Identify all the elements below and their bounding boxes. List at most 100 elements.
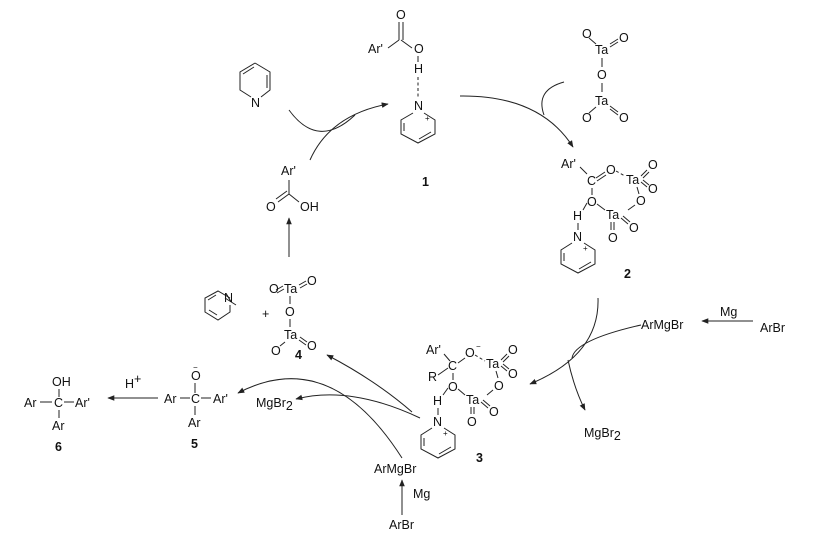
coordination <box>474 354 486 362</box>
atom-label: O <box>191 369 201 383</box>
bond <box>609 108 619 116</box>
atom-label: O <box>582 27 592 41</box>
reaction-arrows <box>107 81 753 515</box>
reagent-arbr-bottom: ArBr <box>389 518 414 532</box>
atom-label: O <box>467 415 477 429</box>
atom-label: Ar' <box>281 164 296 178</box>
atom-label: O <box>648 158 658 172</box>
arrow-3-to-4 <box>326 354 413 413</box>
atom-label: N <box>433 415 442 429</box>
atom-label: C <box>54 396 63 410</box>
atom-label: Ar' <box>368 42 383 56</box>
atom-label: O <box>414 42 424 56</box>
pyridine-ring <box>239 62 271 98</box>
arrow-pyridine-in <box>288 109 356 132</box>
atom-label: Ta <box>466 393 479 407</box>
atom-label: O <box>619 111 629 125</box>
bond <box>596 174 607 182</box>
bond <box>588 37 597 45</box>
compound-2-structure: Ar' C O Ta O O O O Ta O O H N + 2 <box>560 157 658 281</box>
atom-label: H <box>414 62 423 76</box>
arrow-2-to-3 <box>529 297 599 385</box>
arrow-mgbr2-out-right <box>567 359 586 411</box>
atom-label: O <box>396 8 406 22</box>
bond <box>418 131 432 140</box>
reagent-arbr-right: ArBr <box>760 321 785 335</box>
reagent-grignard-right: ArMgBr <box>641 318 683 332</box>
atom-label: O <box>465 346 475 360</box>
bond <box>438 446 452 455</box>
charge: + <box>583 244 588 253</box>
atom-label: H <box>433 394 442 408</box>
atom-label: Ar' <box>561 157 576 171</box>
bond <box>482 399 491 407</box>
bond <box>609 38 619 45</box>
bond <box>442 387 449 396</box>
bond <box>588 106 597 114</box>
label-compound-5: 5 <box>191 437 198 451</box>
bond <box>636 186 640 195</box>
bond <box>640 169 648 177</box>
atom-label: H <box>573 209 582 223</box>
bond <box>642 171 650 179</box>
pyridinium-ring <box>420 427 456 459</box>
bond <box>457 357 466 364</box>
arrow-1-to-2 <box>459 95 574 148</box>
bond <box>609 41 619 48</box>
bond <box>298 280 307 286</box>
bond <box>595 171 606 179</box>
carboxylic-acid-structure: Ar' O OH <box>266 164 319 214</box>
bond <box>275 285 284 291</box>
pyridine-ring <box>204 290 237 321</box>
bond <box>279 341 286 347</box>
atom-label: O <box>636 194 646 208</box>
pyridine-structure-top: N <box>239 62 271 110</box>
label-compound-3: 3 <box>476 451 483 465</box>
label-compound-1: 1 <box>422 175 429 189</box>
plus-sign: + <box>262 307 269 321</box>
bond <box>582 202 588 211</box>
atom-label: Ta <box>606 208 619 222</box>
atom-label: O <box>587 195 597 209</box>
compound-1-structure: Ar' O O H N + 1 <box>368 8 436 189</box>
bond <box>480 401 489 409</box>
atom-label: OH <box>52 375 71 389</box>
reagent-grignard-bottom: ArMgBr <box>374 462 416 476</box>
byproduct-mgbr2-right: MgBr2 <box>584 426 621 443</box>
bond <box>457 388 466 396</box>
atom-label: O <box>629 221 639 235</box>
compound-5-structure: O − Ar C Ar' Ar 5 <box>164 363 228 451</box>
atom-label: C <box>448 359 457 373</box>
byproduct-mgbr2-left: MgBr2 <box>256 396 293 413</box>
atom-label: O <box>606 163 616 177</box>
atom-label: O <box>285 305 295 319</box>
arrow-grignard-to-5 <box>237 378 403 459</box>
bond <box>642 179 650 186</box>
bond <box>500 365 508 372</box>
atom-label: Ar <box>24 396 37 410</box>
charge: − <box>476 342 481 351</box>
atom-label: Ar <box>164 392 177 406</box>
atom-label: N <box>414 99 423 113</box>
pyridinium-ring <box>560 242 596 274</box>
atom-label: N <box>251 96 260 110</box>
label-compound-2: 2 <box>624 267 631 281</box>
charge: + <box>425 114 430 123</box>
atom-label: C <box>587 174 596 188</box>
atom-label: Ta <box>284 328 297 342</box>
reagent-proton: H+ <box>125 372 141 391</box>
pyridinium-ring <box>400 112 436 144</box>
atom-label: C <box>191 392 200 406</box>
reagents-bottom: ArMgBr Mg ArBr MgBr2 <box>256 396 430 532</box>
atom-label: N <box>573 230 582 244</box>
bond <box>502 355 510 363</box>
arrow-acid-to-1 <box>309 102 389 161</box>
bond <box>400 39 413 49</box>
bond <box>486 389 494 396</box>
bond <box>443 353 451 362</box>
bond <box>437 367 449 376</box>
bond <box>298 339 307 346</box>
atom-label: O <box>508 367 518 381</box>
bond <box>299 336 308 343</box>
bond <box>277 193 290 203</box>
